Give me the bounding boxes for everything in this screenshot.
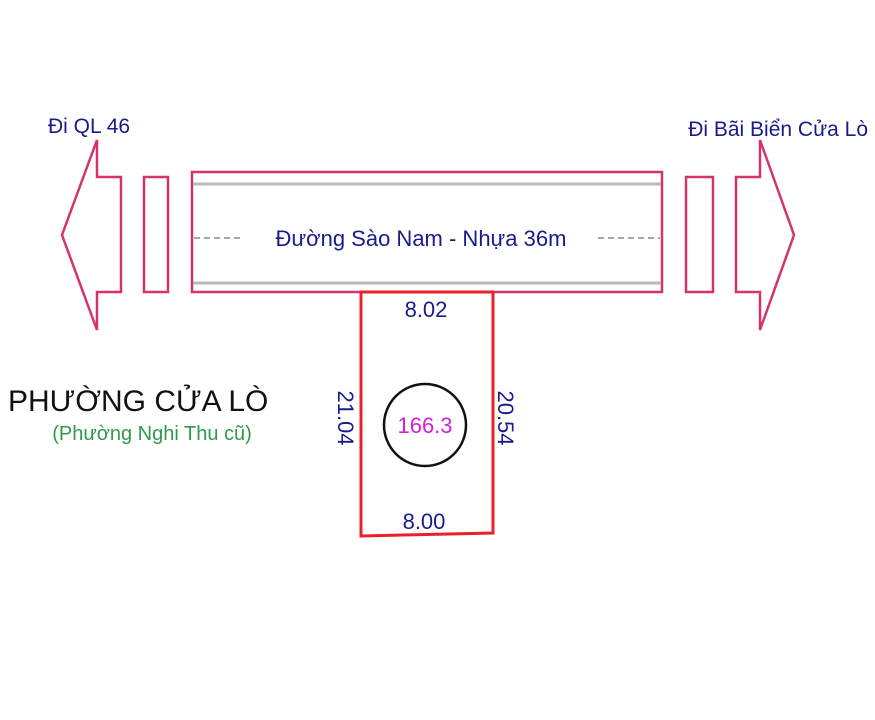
lot-right-depth: 20.54 [493,390,518,445]
lot-left-depth: 21.04 [333,390,358,445]
lot-top-width: 8.02 [405,297,448,322]
lot-area: 166.3 [397,413,452,438]
lot-boundary [359,290,495,538]
lot-bottom-width: 8.00 [403,509,446,534]
right-direction-label: Đi Bãi Biển Cửa Lò [688,118,868,141]
road-label: Đường Sào Nam - Nhựa 36m [276,226,567,251]
left-direction-label: Đi QL 46 [48,115,130,138]
ward-name: PHƯỜNG CỬA LÒ [8,384,268,418]
right-arrow-bar [684,175,715,294]
left-arrow-bar [142,175,170,294]
ward-former-name: (Phường Nghi Thu cũ) [52,423,252,445]
area-circle [382,382,468,468]
left-arrow-icon [60,139,123,331]
right-arrow-icon [734,139,796,331]
